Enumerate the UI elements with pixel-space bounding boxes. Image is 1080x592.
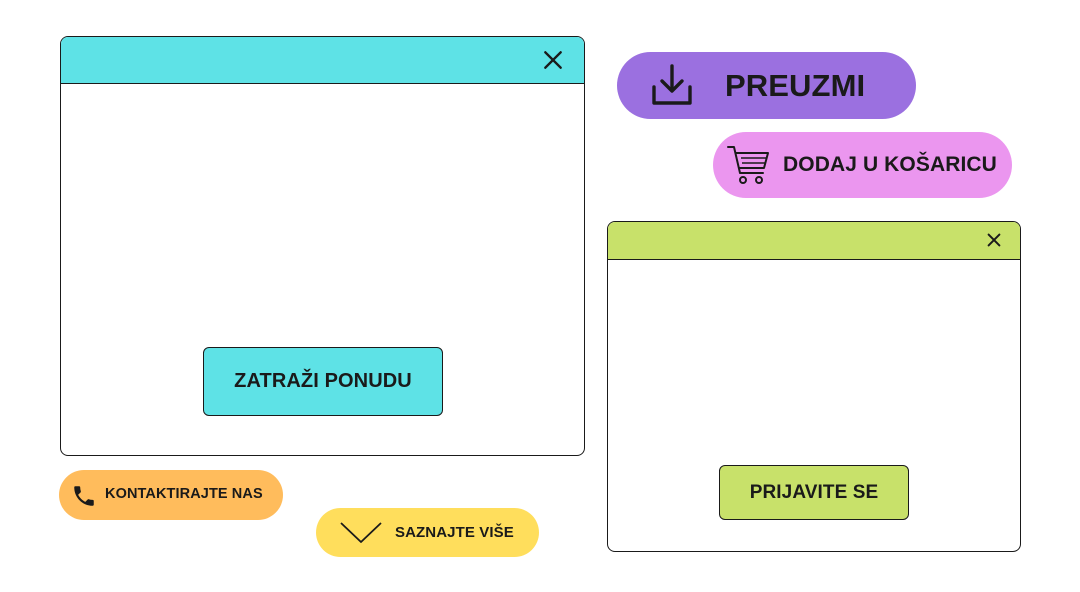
offer-dialog-close-button[interactable] xyxy=(542,49,564,71)
shopping-cart-icon xyxy=(726,144,770,186)
offer-dialog: ZATRAŽI PONUDU xyxy=(60,36,585,456)
download-label: PREUZMI xyxy=(725,68,866,103)
learn-more-label: SAZNAJTE VIŠE xyxy=(395,524,514,541)
login-dialog-close-button[interactable] xyxy=(985,231,1003,249)
chevron-down-icon xyxy=(339,520,383,545)
login-dialog-titlebar xyxy=(608,222,1020,260)
close-icon xyxy=(544,51,562,69)
request-offer-button[interactable]: ZATRAŽI PONUDU xyxy=(203,347,443,416)
contact-us-button[interactable]: KONTAKTIRAJTE NAS xyxy=(59,470,283,520)
add-to-cart-label: DODAJ U KOŠARICU xyxy=(783,153,997,176)
download-icon xyxy=(649,62,695,108)
request-offer-label: ZATRAŽI PONUDU xyxy=(234,370,412,392)
contact-us-label: KONTAKTIRAJTE NAS xyxy=(105,486,263,502)
sign-in-label: PRIJAVITE SE xyxy=(749,481,879,503)
login-dialog: PRIJAVITE SE xyxy=(607,221,1021,552)
sign-in-button[interactable]: PRIJAVITE SE xyxy=(719,465,909,520)
phone-icon xyxy=(71,483,97,509)
close-icon xyxy=(987,233,1001,247)
download-button[interactable]: PREUZMI xyxy=(617,52,916,119)
offer-dialog-titlebar xyxy=(61,37,584,84)
learn-more-button[interactable]: SAZNAJTE VIŠE xyxy=(316,508,539,557)
add-to-cart-button[interactable]: DODAJ U KOŠARICU xyxy=(713,132,1012,198)
